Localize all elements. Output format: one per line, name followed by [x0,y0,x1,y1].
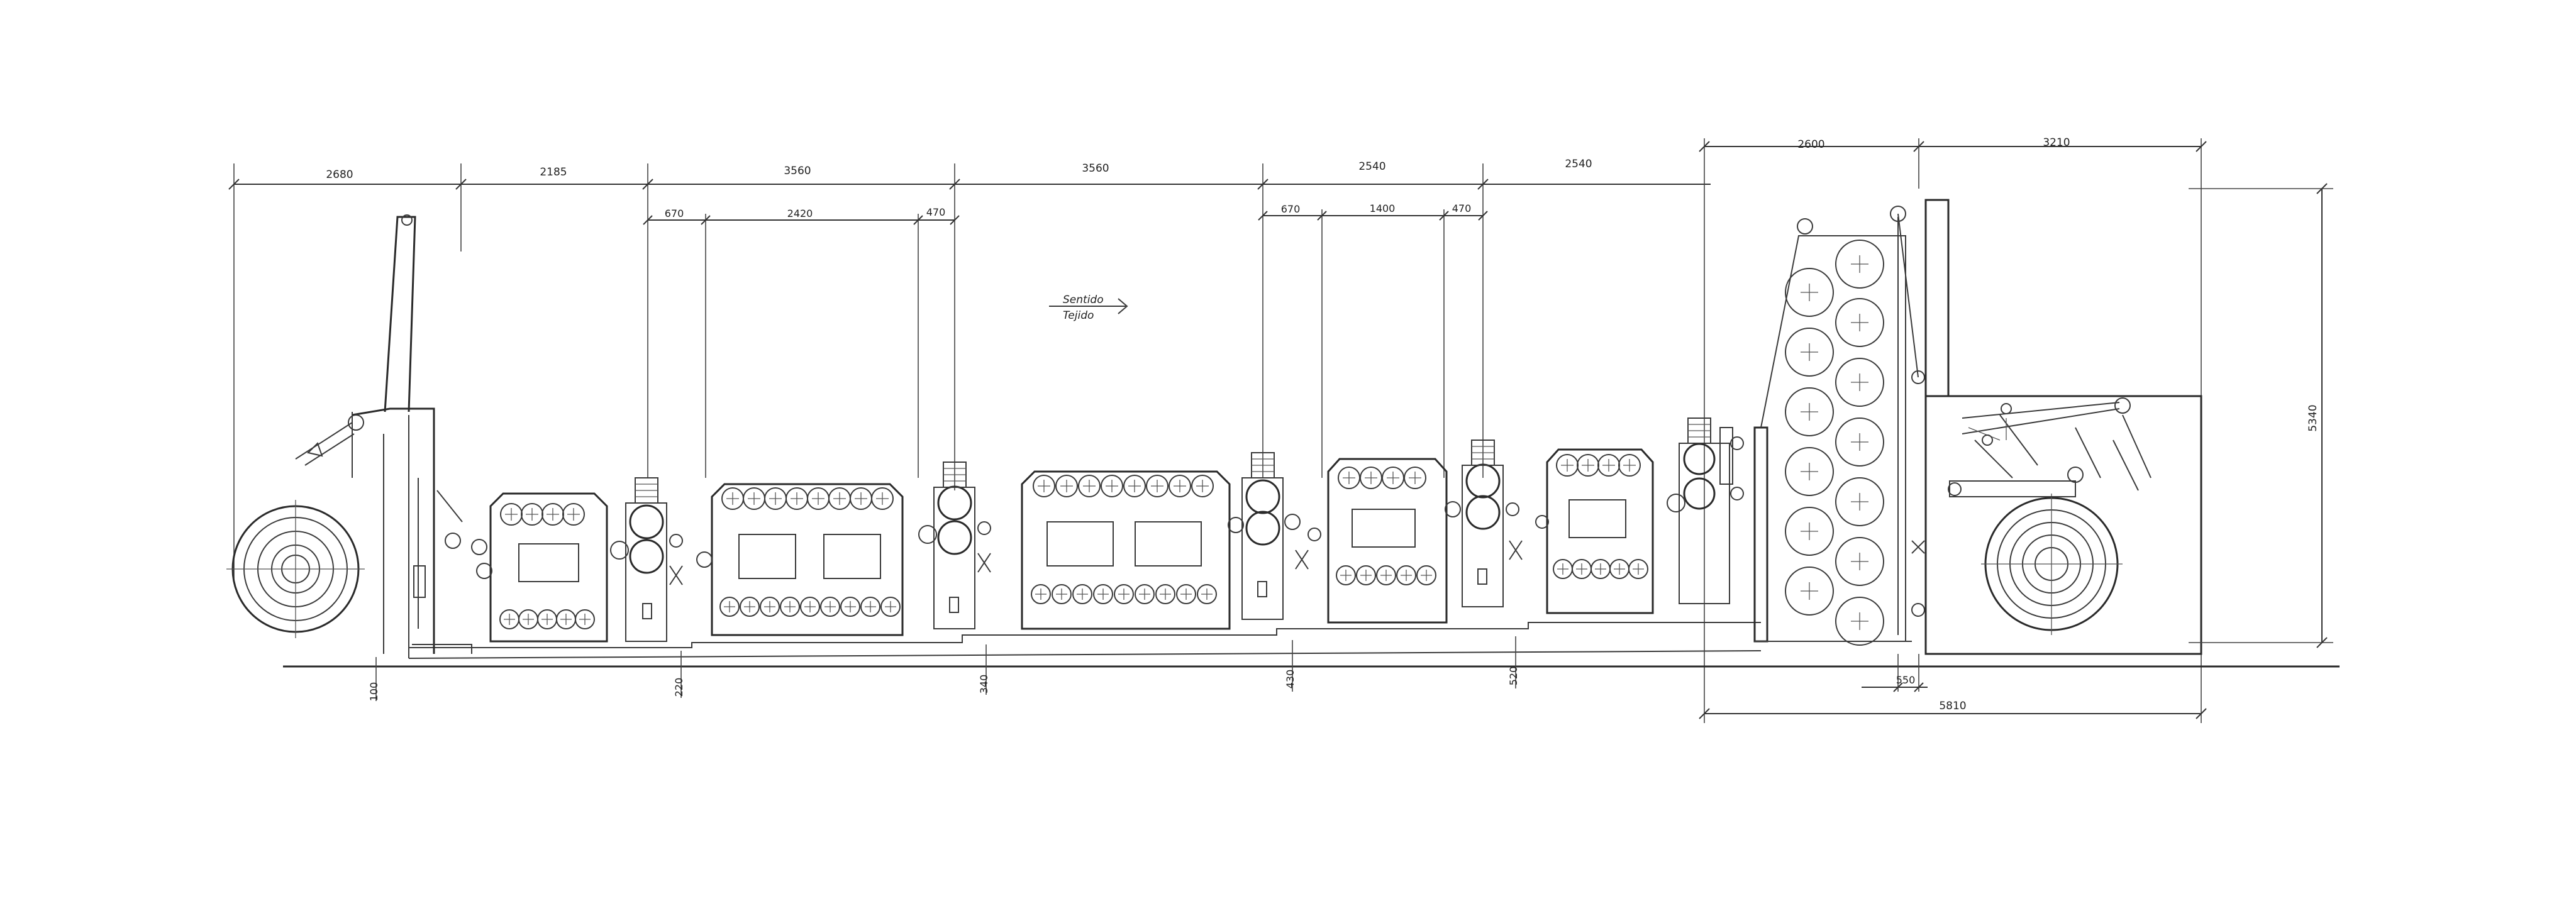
dimension-bottom-100: 100 [368,682,380,702]
winder-stand [1924,199,2202,655]
dimension-top-3560b: 3560 [1082,162,1109,175]
squeeze-station-1 [610,477,683,642]
dimension-sub-470a: 470 [926,206,946,218]
wash-station-2 [1241,452,1321,620]
sub-dimension-lines [643,209,1488,478]
top-dimension-chain [228,138,2207,723]
dimension-bottom-520: 520 [1507,666,1519,686]
drying-cylinders [1753,206,1925,646]
squeeze-station-dryer [1667,417,1744,604]
bottom-height-dimensions [375,636,1516,701]
direction-label-line2: Tejido [1063,309,1094,322]
dimension-top-3210: 3210 [2043,136,2070,149]
right-bottom-dimensions [1699,183,2333,719]
dimension-5810: 5810 [1939,700,1966,712]
washer-4 [1535,448,1654,614]
dimension-sub-470b: 470 [1452,202,1472,214]
floor-line [283,622,2340,668]
dimension-sub-670b: 670 [1281,203,1301,215]
unwind-stand [226,214,472,654]
dimension-top-2600: 2600 [1797,138,1824,151]
direction-label-line1: Sentido [1063,294,1104,306]
dimension-bottom-430: 430 [1284,670,1296,689]
dimension-height-5340: 5340 [2307,404,2319,431]
wash-station-1 [918,462,991,629]
dimension-top-2540a: 2540 [1358,160,1385,173]
steamer-1 [696,483,904,636]
washer-3 [1327,458,1448,624]
dimension-top-2680: 2680 [326,169,353,181]
dimension-sub-2420: 2420 [787,207,813,219]
wash-station-3 [1445,439,1523,607]
dimension-sub-670a: 670 [665,207,684,219]
dimension-bottom-340: 340 [978,675,990,694]
dimension-top-3560a: 3560 [784,165,811,177]
dimension-bottom-220: 220 [673,678,685,697]
dimension-top-2185: 2185 [540,166,567,179]
pad-unit-1 [471,492,608,643]
direction-arrow [1049,298,1128,314]
dimension-top-2540b: 2540 [1565,158,1592,170]
dimension-550: 550 [1896,674,1916,686]
dimension-sub-1400: 1400 [1370,202,1396,214]
steamer-2 [1021,470,1244,630]
